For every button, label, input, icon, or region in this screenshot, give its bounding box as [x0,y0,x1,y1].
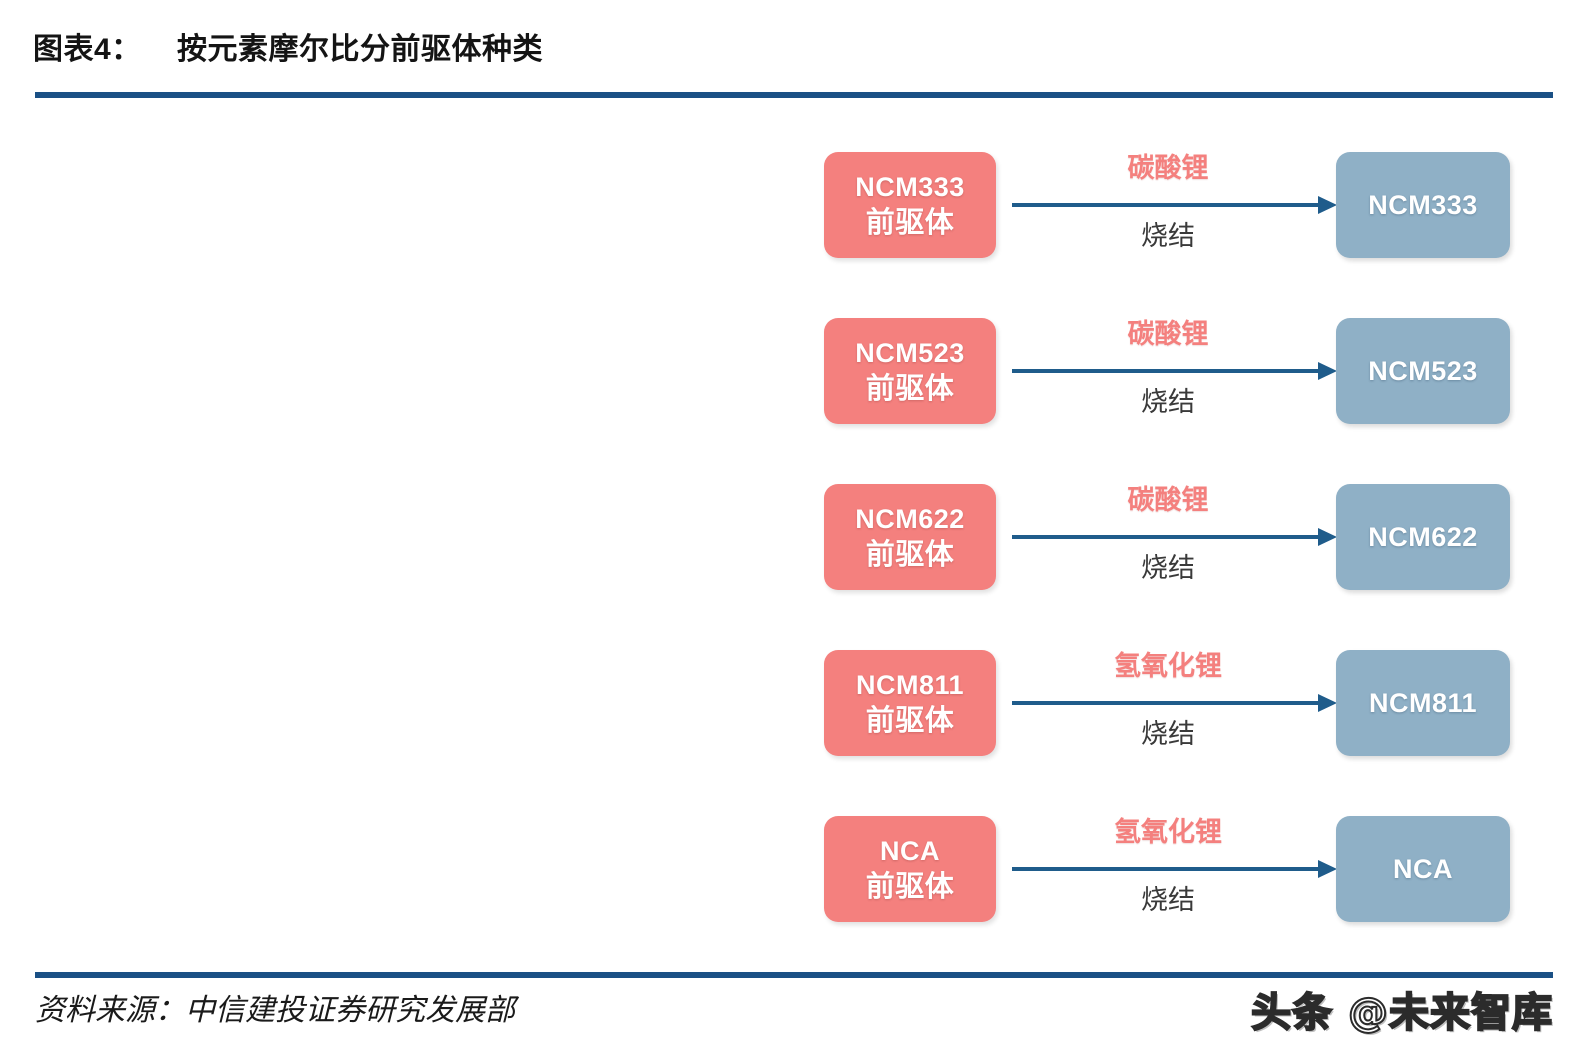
precursor-node-suffix: 前驱体 [865,207,955,239]
flow-connector: 碳酸锂 烧结 [1012,484,1338,590]
precursor-node-suffix: 前驱体 [865,705,955,737]
product-node[interactable]: NCM811 [1336,650,1510,756]
product-node-name: NCA [1393,854,1453,884]
product-node-name: NCM622 [1368,522,1478,552]
product-node[interactable]: NCM333 [1336,152,1510,258]
precursor-node[interactable]: NCM333 前驱体 [824,152,996,258]
arrow-line [1012,867,1324,871]
precursor-node-name: NCM333 [855,172,965,202]
flow-connector: 碳酸锂 烧结 [1012,152,1338,258]
source-note: 资料来源：中信建投证券研究发展部 [35,994,515,1027]
product-node-name: NCM811 [1368,688,1478,718]
flow-connector: 氢氧化锂 烧结 [1012,650,1338,756]
precursor-node[interactable]: NCM523 前驱体 [824,318,996,424]
process-label: 烧结 [1141,221,1195,251]
arrow-head-icon [1318,694,1337,712]
process-label: 烧结 [1141,553,1195,583]
arrow-head-icon [1318,362,1337,380]
product-node-name: NCM523 [1368,356,1478,386]
product-node[interactable]: NCM523 [1336,318,1510,424]
header-rule [35,92,1553,98]
reagent-label: 碳酸锂 [1127,485,1209,515]
page-title: 图表4： 按元素摩尔比分前驱体种类 [33,33,544,66]
precursor-node-name: NCA [880,836,940,866]
precursor-node[interactable]: NCM622 前驱体 [824,484,996,590]
reagent-label: 氢氧化锂 [1114,651,1222,681]
flow-row: NCM333 前驱体 碳酸锂 烧结 NCM333 [824,152,1514,258]
product-node[interactable]: NCM622 [1336,484,1510,590]
footer-rule [35,972,1553,978]
arrow-head-icon [1318,196,1337,214]
process-label: 烧结 [1141,719,1195,749]
reagent-label: 碳酸锂 [1127,319,1209,349]
arrow-head-icon [1318,528,1337,546]
precursor-node[interactable]: NCM811 前驱体 [824,650,996,756]
arrow-line [1012,203,1324,207]
precursor-node-name: NCM811 [855,670,965,700]
precursor-node-suffix: 前驱体 [865,373,955,405]
precursor-node[interactable]: NCA 前驱体 [824,816,996,922]
arrow-line [1012,369,1324,373]
process-label: 烧结 [1141,885,1195,915]
precursor-node-name: NCM523 [855,338,965,368]
product-node[interactable]: NCA [1336,816,1510,922]
process-label: 烧结 [1141,387,1195,417]
precursor-node-suffix: 前驱体 [865,539,955,571]
flow-connector: 碳酸锂 烧结 [1012,318,1338,424]
reagent-label: 碳酸锂 [1127,153,1209,183]
product-node-name: NCM333 [1368,190,1478,220]
flow-row: NCM523 前驱体 碳酸锂 烧结 NCM523 [824,318,1514,424]
arrow-head-icon [1318,860,1337,878]
watermark: 头条 @未来智库 [1250,989,1553,1037]
arrow-line [1012,701,1324,705]
flow-row: NCA 前驱体 氢氧化锂 烧结 NCA [824,816,1514,922]
precursor-node-suffix: 前驱体 [865,871,955,903]
flow-row: NCM622 前驱体 碳酸锂 烧结 NCM622 [824,484,1514,590]
flow-row: NCM811 前驱体 氢氧化锂 烧结 NCM811 [824,650,1514,756]
arrow-line [1012,535,1324,539]
reagent-label: 氢氧化锂 [1114,817,1222,847]
flow-connector: 氢氧化锂 烧结 [1012,816,1338,922]
precursor-node-name: NCM622 [855,504,965,534]
